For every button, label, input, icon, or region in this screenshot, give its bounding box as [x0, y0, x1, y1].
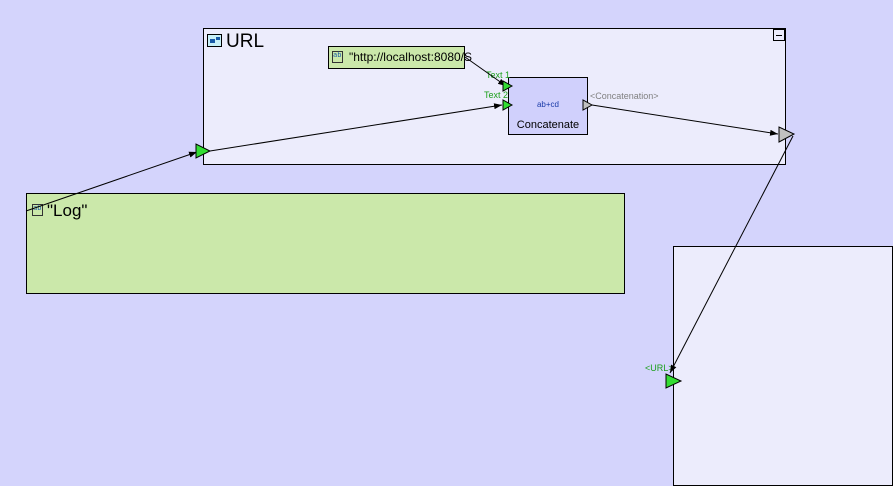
string-icon: ab — [32, 204, 43, 216]
wire-string-to-text1[interactable] — [464, 56, 507, 87]
text2-input-port[interactable] — [502, 99, 514, 111]
wires-layer — [25, 56, 796, 389]
subgraph-input-port[interactable] — [195, 143, 212, 159]
concatenate-label: Concatenate — [516, 119, 580, 131]
subgraph-icon — [207, 34, 222, 47]
subgraph-output-port[interactable] — [778, 126, 796, 143]
port-label-url: <URL> — [645, 363, 674, 373]
wire-log-to-input[interactable] — [25, 151, 198, 212]
wire-input-to-text2[interactable] — [209, 103, 503, 152]
text1-input-port[interactable] — [502, 80, 514, 92]
port-label-concatenation: <Concatenation> — [590, 91, 659, 101]
url-string-value: "http://localhost:8080/S — [349, 50, 473, 64]
log-string-constant-node[interactable]: ab "Log" — [26, 193, 625, 294]
log-string-value: "Log" — [47, 201, 88, 220]
target-subgraph[interactable] — [673, 246, 893, 486]
url-string-constant-node[interactable]: ab "http://localhost:8080/S — [328, 46, 472, 69]
url-input-port[interactable] — [665, 373, 683, 389]
concatenate-symbol-icon: ab+cd — [536, 100, 560, 109]
string-icon: ab — [332, 51, 343, 63]
subgraph-title: URL — [226, 31, 265, 52]
url-subgraph[interactable]: URL — [203, 28, 786, 165]
port-label-text2: Text 2 — [484, 90, 509, 100]
wire-output-to-url[interactable] — [669, 135, 794, 374]
minimize-button[interactable] — [773, 29, 785, 41]
port-label-text1: Text 1 — [486, 70, 511, 80]
wire-concat-to-output[interactable] — [591, 104, 779, 136]
concatenation-output-port[interactable] — [582, 99, 594, 111]
